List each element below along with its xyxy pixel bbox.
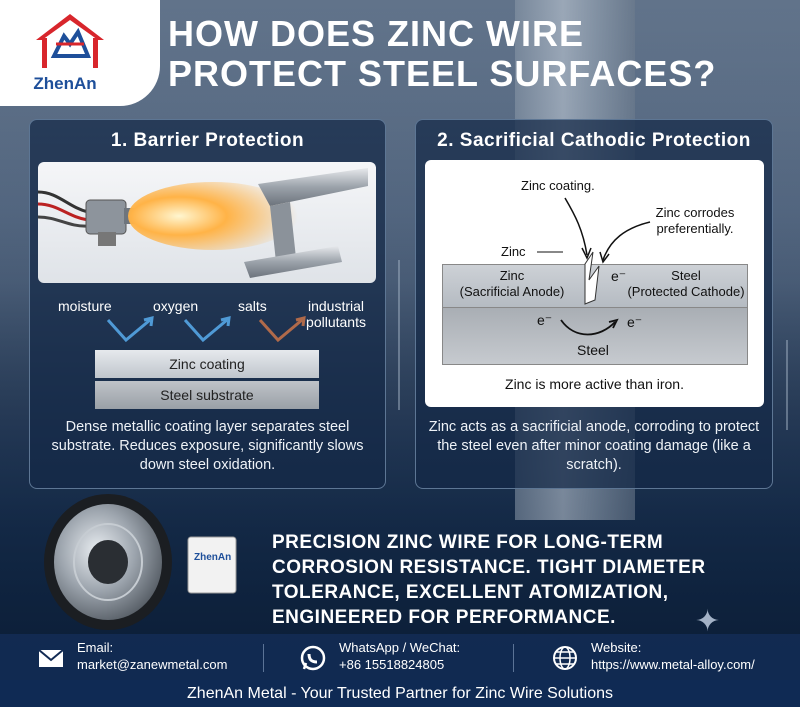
distant-turbine xyxy=(786,340,788,430)
electron-label: e⁻ xyxy=(611,268,627,284)
contact-email[interactable]: Email: market@zanewmetal.com xyxy=(37,640,257,676)
whatsapp-value[interactable]: +86 15518824805 xyxy=(339,657,445,672)
zinc-wire-spool-icon xyxy=(44,494,237,630)
cathode-label: Steel (Protected Cathode) xyxy=(627,268,745,299)
email-value[interactable]: market@zanewmetal.com xyxy=(77,657,228,672)
contact-bar: Email: market@zanewmetal.com WhatsApp / … xyxy=(0,634,800,680)
website-label: Website: xyxy=(591,640,642,655)
sparkle-icon: ✦ xyxy=(695,605,721,638)
deflect-arrows-icon xyxy=(106,316,306,343)
threat-label: moisture xyxy=(58,298,112,314)
footer-tagline: ZhenAn Metal - Your Trusted Partner for … xyxy=(0,680,800,707)
logo: ZhenAn xyxy=(0,0,160,106)
anode-label: Zinc (Sacrificial Anode) xyxy=(459,268,565,299)
email-icon xyxy=(38,649,64,667)
contact-website[interactable]: Website: https://www.metal-alloy.com/ xyxy=(551,640,781,676)
callout-zinc-coating: Zinc coating. xyxy=(521,178,595,193)
panel-description: Dense metallic coating layer separates s… xyxy=(51,419,364,473)
barrier-protection-panel: 1. Barrier Protection xyxy=(29,119,386,489)
steel-label: Steel xyxy=(577,342,609,358)
house-logo-icon xyxy=(36,14,104,68)
electron-label: e⁻ xyxy=(627,314,643,330)
email-label: Email: xyxy=(77,640,114,655)
whatsapp-icon xyxy=(300,645,326,671)
panel-title: 2. Sacrificial Cathodic Protection xyxy=(437,130,751,151)
label-zinc: Zinc xyxy=(501,244,526,259)
steel-layer xyxy=(442,307,748,365)
panel-title: 1. Barrier Protection xyxy=(110,130,305,151)
electron-label: e⁻ xyxy=(537,312,553,328)
website-link[interactable]: https://www.metal-alloy.com/ xyxy=(591,657,755,672)
cathodic-diagram: Zinc coating. Zinc corrodes preferential… xyxy=(425,160,764,407)
arrows-icon xyxy=(537,197,651,336)
contact-whatsapp[interactable]: WhatsApp / WeChat: +86 15518824805 xyxy=(299,640,499,676)
thermal-spray-illustration xyxy=(38,162,376,283)
divider xyxy=(513,644,514,672)
logo-text: ZhenAn xyxy=(33,74,97,93)
zinc-coating-layer: Zinc coating xyxy=(95,350,319,378)
threat-label: industrial pollutants xyxy=(306,298,366,330)
panel-description: Zinc acts as a sacrificial anode, corrod… xyxy=(428,419,760,473)
callout-zinc-corrodes: Zinc corrodes preferentially. xyxy=(655,205,735,236)
cathodic-protection-panel: 2. Sacrificial Cathodic Protection Zinc … xyxy=(415,119,773,489)
globe-icon xyxy=(553,646,577,670)
distant-turbine xyxy=(398,260,400,410)
steel-substrate-layer: Steel substrate xyxy=(95,381,319,409)
page-title: How Does Zinc Wire Protect Steel Surface… xyxy=(168,13,717,94)
spool-label: ZhenAn xyxy=(194,552,232,563)
threat-label: salts xyxy=(238,298,267,314)
spray-gun-icon xyxy=(38,168,368,278)
diagram-caption: Zinc is more active than iron. xyxy=(505,376,684,392)
whatsapp-label: WhatsApp / WeChat: xyxy=(339,640,461,655)
divider xyxy=(263,644,264,672)
threat-label: oxygen xyxy=(153,298,199,314)
